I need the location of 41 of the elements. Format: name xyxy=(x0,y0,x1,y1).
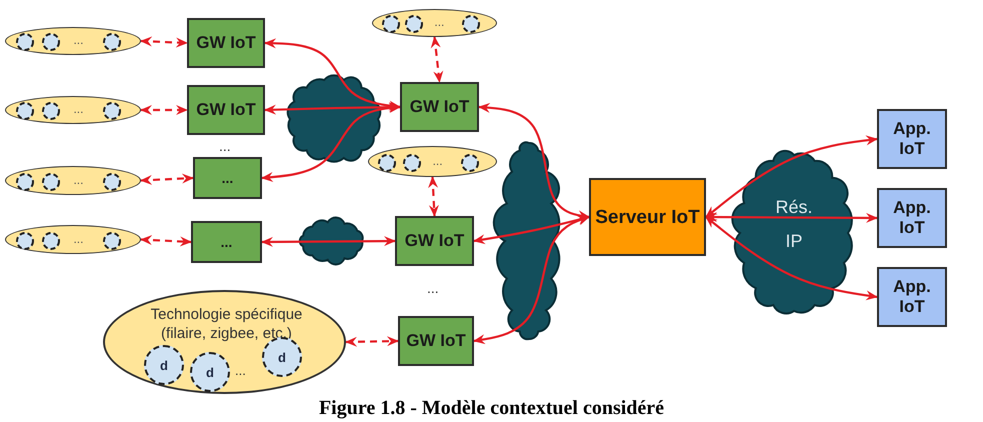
dashed-arrow xyxy=(345,336,399,347)
ellipsis-text: ... xyxy=(73,172,84,186)
device-circle: d xyxy=(144,345,184,385)
ellipsis-text: ... xyxy=(235,363,246,378)
ellipsis-text: ... xyxy=(219,138,231,154)
application-box: App. IoT xyxy=(877,188,947,248)
gateway-box: ... xyxy=(191,221,262,263)
dashed-arrow xyxy=(140,174,194,185)
ellipsis-text: ... xyxy=(73,232,84,246)
gateway-box: GW IoT xyxy=(187,18,265,68)
arrow xyxy=(264,102,401,115)
server-box: Serveur IoT xyxy=(589,178,706,256)
arrow xyxy=(705,135,878,218)
gateway-box: GW IoT xyxy=(187,85,265,135)
figure-caption: Figure 1.8 - Modèle contextuel considéré xyxy=(318,397,664,419)
arrow xyxy=(264,38,401,111)
dashed-arrow xyxy=(428,176,439,217)
device-circle: d xyxy=(190,352,230,392)
ellipsis-text: ... xyxy=(73,102,84,116)
ellipsis-text: ... xyxy=(434,15,444,29)
gateway-box: GW IoT xyxy=(395,216,474,266)
ellipsis-text: ... xyxy=(432,154,443,168)
dashed-arrow xyxy=(140,105,188,115)
device-circle: d xyxy=(262,337,302,377)
ellipsis-text: ... xyxy=(73,33,84,47)
arrow xyxy=(705,216,878,300)
arrow xyxy=(473,214,590,244)
gateway-box: GW IoT xyxy=(398,316,474,366)
application-box: App. IoT xyxy=(877,109,947,169)
arrow xyxy=(473,216,590,344)
arrow xyxy=(261,236,396,247)
arrow xyxy=(261,103,401,182)
dashed-arrow xyxy=(140,235,192,246)
ellipsis-text: ... xyxy=(427,280,439,296)
application-box: App. IoT xyxy=(877,267,947,327)
dashed-arrow xyxy=(140,36,188,48)
gateway-box: GW IoT xyxy=(400,82,479,132)
cloud-label: Rés. IP xyxy=(774,196,814,253)
gateway-box: ... xyxy=(193,157,262,199)
arrow xyxy=(705,212,878,223)
dashed-arrow xyxy=(430,36,444,83)
